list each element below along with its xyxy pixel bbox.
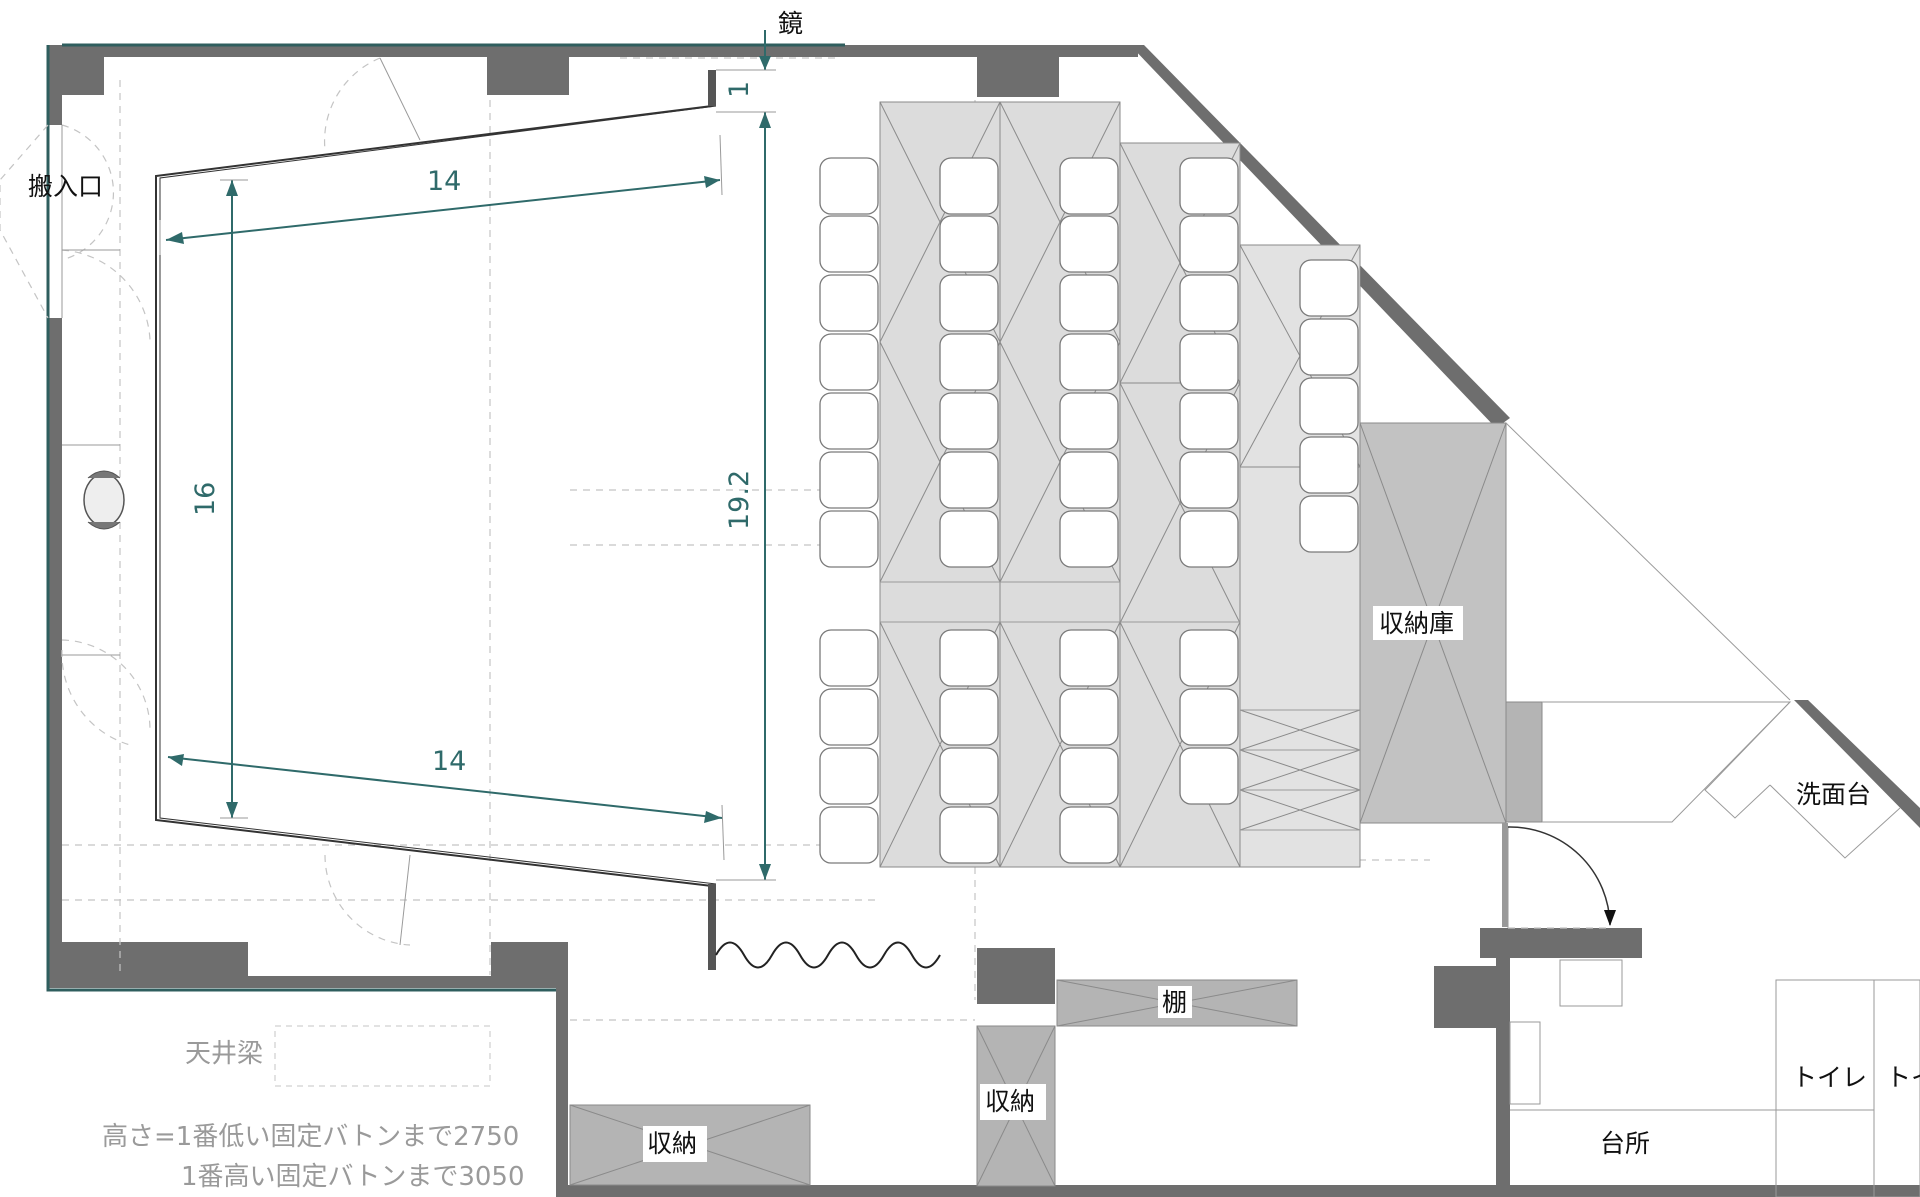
dim-left-depth: 16 — [190, 482, 221, 516]
kitchen-toilets — [1509, 959, 1920, 1197]
height-notes: 高さ=1番低い固定バトンまで2750 1番高い固定バトンまで3050 — [102, 1122, 525, 1192]
chair-seat — [1059, 333, 1119, 391]
dim-bottom-width: 14 — [432, 746, 466, 777]
chair-seat — [1059, 629, 1119, 687]
label-washbasin: 洗面台 — [1796, 780, 1871, 809]
chair-seat — [1299, 377, 1359, 435]
chair-seat — [1179, 392, 1239, 450]
chair-seat — [939, 806, 999, 864]
right-door — [1502, 823, 1616, 929]
chair-seat — [1179, 510, 1239, 568]
chair-seat — [1179, 688, 1239, 746]
door-swings — [0, 57, 421, 946]
chair-seat — [939, 451, 999, 509]
note-height-line2: 1番高い固定バトンまで3050 — [181, 1162, 525, 1192]
label-kitchen: 台所 — [1600, 1129, 1650, 1158]
dim-center-depth: 19.2 — [724, 470, 755, 530]
chair-seat — [1059, 215, 1119, 273]
room-labels: 鏡 搬入口 収納庫 洗面台 棚 収納 収納 台所 トイレ トイレ 天井梁 — [28, 9, 1920, 1162]
chair-seat — [819, 215, 879, 273]
chair-seat — [1179, 215, 1239, 273]
outer-walls — [46, 43, 1920, 1197]
stage-outline — [155, 70, 717, 970]
chair-seat — [819, 274, 879, 332]
ceiling-beam-outline — [274, 1025, 491, 1087]
chair-seat — [1179, 157, 1239, 215]
chairs — [819, 157, 1359, 864]
chair-seat — [1179, 629, 1239, 687]
dimension-lines — [159, 30, 776, 881]
chair-seat — [939, 392, 999, 450]
chair-seat — [1179, 274, 1239, 332]
label-shelf: 棚 — [1162, 988, 1187, 1017]
chair-seat — [1059, 451, 1119, 509]
dim-mirror-offset: 1 — [724, 81, 755, 98]
label-storage-warehouse: 収納庫 — [1379, 609, 1454, 638]
chair-seat — [819, 629, 879, 687]
chair-seat — [939, 274, 999, 332]
chair-seat — [939, 510, 999, 568]
chair-seat — [819, 688, 879, 746]
label-toilet-1: トイレ — [1792, 1063, 1867, 1092]
dimension-texts: 14 14 16 19.2 1 — [190, 81, 755, 777]
curtain-wave — [715, 941, 941, 969]
chair-seat — [939, 215, 999, 273]
chair-seat — [819, 333, 879, 391]
chair-seat — [939, 688, 999, 746]
chair-seat — [939, 157, 999, 215]
chair-seat — [939, 629, 999, 687]
label-ceiling-beam: 天井梁 — [185, 1039, 263, 1069]
label-mirror: 鏡 — [778, 9, 803, 38]
chair-seat — [1059, 274, 1119, 332]
chair-seat — [1299, 318, 1359, 376]
chair-seat — [1179, 333, 1239, 391]
chair-seat — [1059, 510, 1119, 568]
chair-seat — [1059, 157, 1119, 215]
chair-seat — [939, 333, 999, 391]
door-swing-arrow — [1604, 910, 1616, 926]
chair-seat — [819, 157, 879, 215]
chair-seat — [819, 747, 879, 805]
chair-seat — [1179, 747, 1239, 805]
label-storage-left: 収納 — [647, 1129, 697, 1158]
label-toilet-2: トイレ — [1886, 1063, 1920, 1092]
dim-top-width: 14 — [427, 166, 461, 197]
speaker-icon — [83, 470, 125, 530]
chair-seat — [1059, 806, 1119, 864]
chair-seat — [1059, 392, 1119, 450]
label-loading-entrance: 搬入口 — [28, 172, 103, 201]
chair-seat — [1059, 688, 1119, 746]
columns — [62, 57, 1059, 1004]
chair-seat — [819, 806, 879, 864]
chair-seat — [819, 392, 879, 450]
chair-seat — [819, 510, 879, 568]
chair-seat — [1179, 451, 1239, 509]
note-height-line1: 高さ=1番低い固定バトンまで2750 — [102, 1122, 519, 1152]
chair-seat — [819, 451, 879, 509]
label-storage-center: 収納 — [985, 1087, 1035, 1116]
chair-seat — [1059, 747, 1119, 805]
chair-seat — [1299, 495, 1359, 553]
chair-seat — [1299, 259, 1359, 317]
chair-seat — [939, 747, 999, 805]
chair-seat — [1299, 436, 1359, 494]
